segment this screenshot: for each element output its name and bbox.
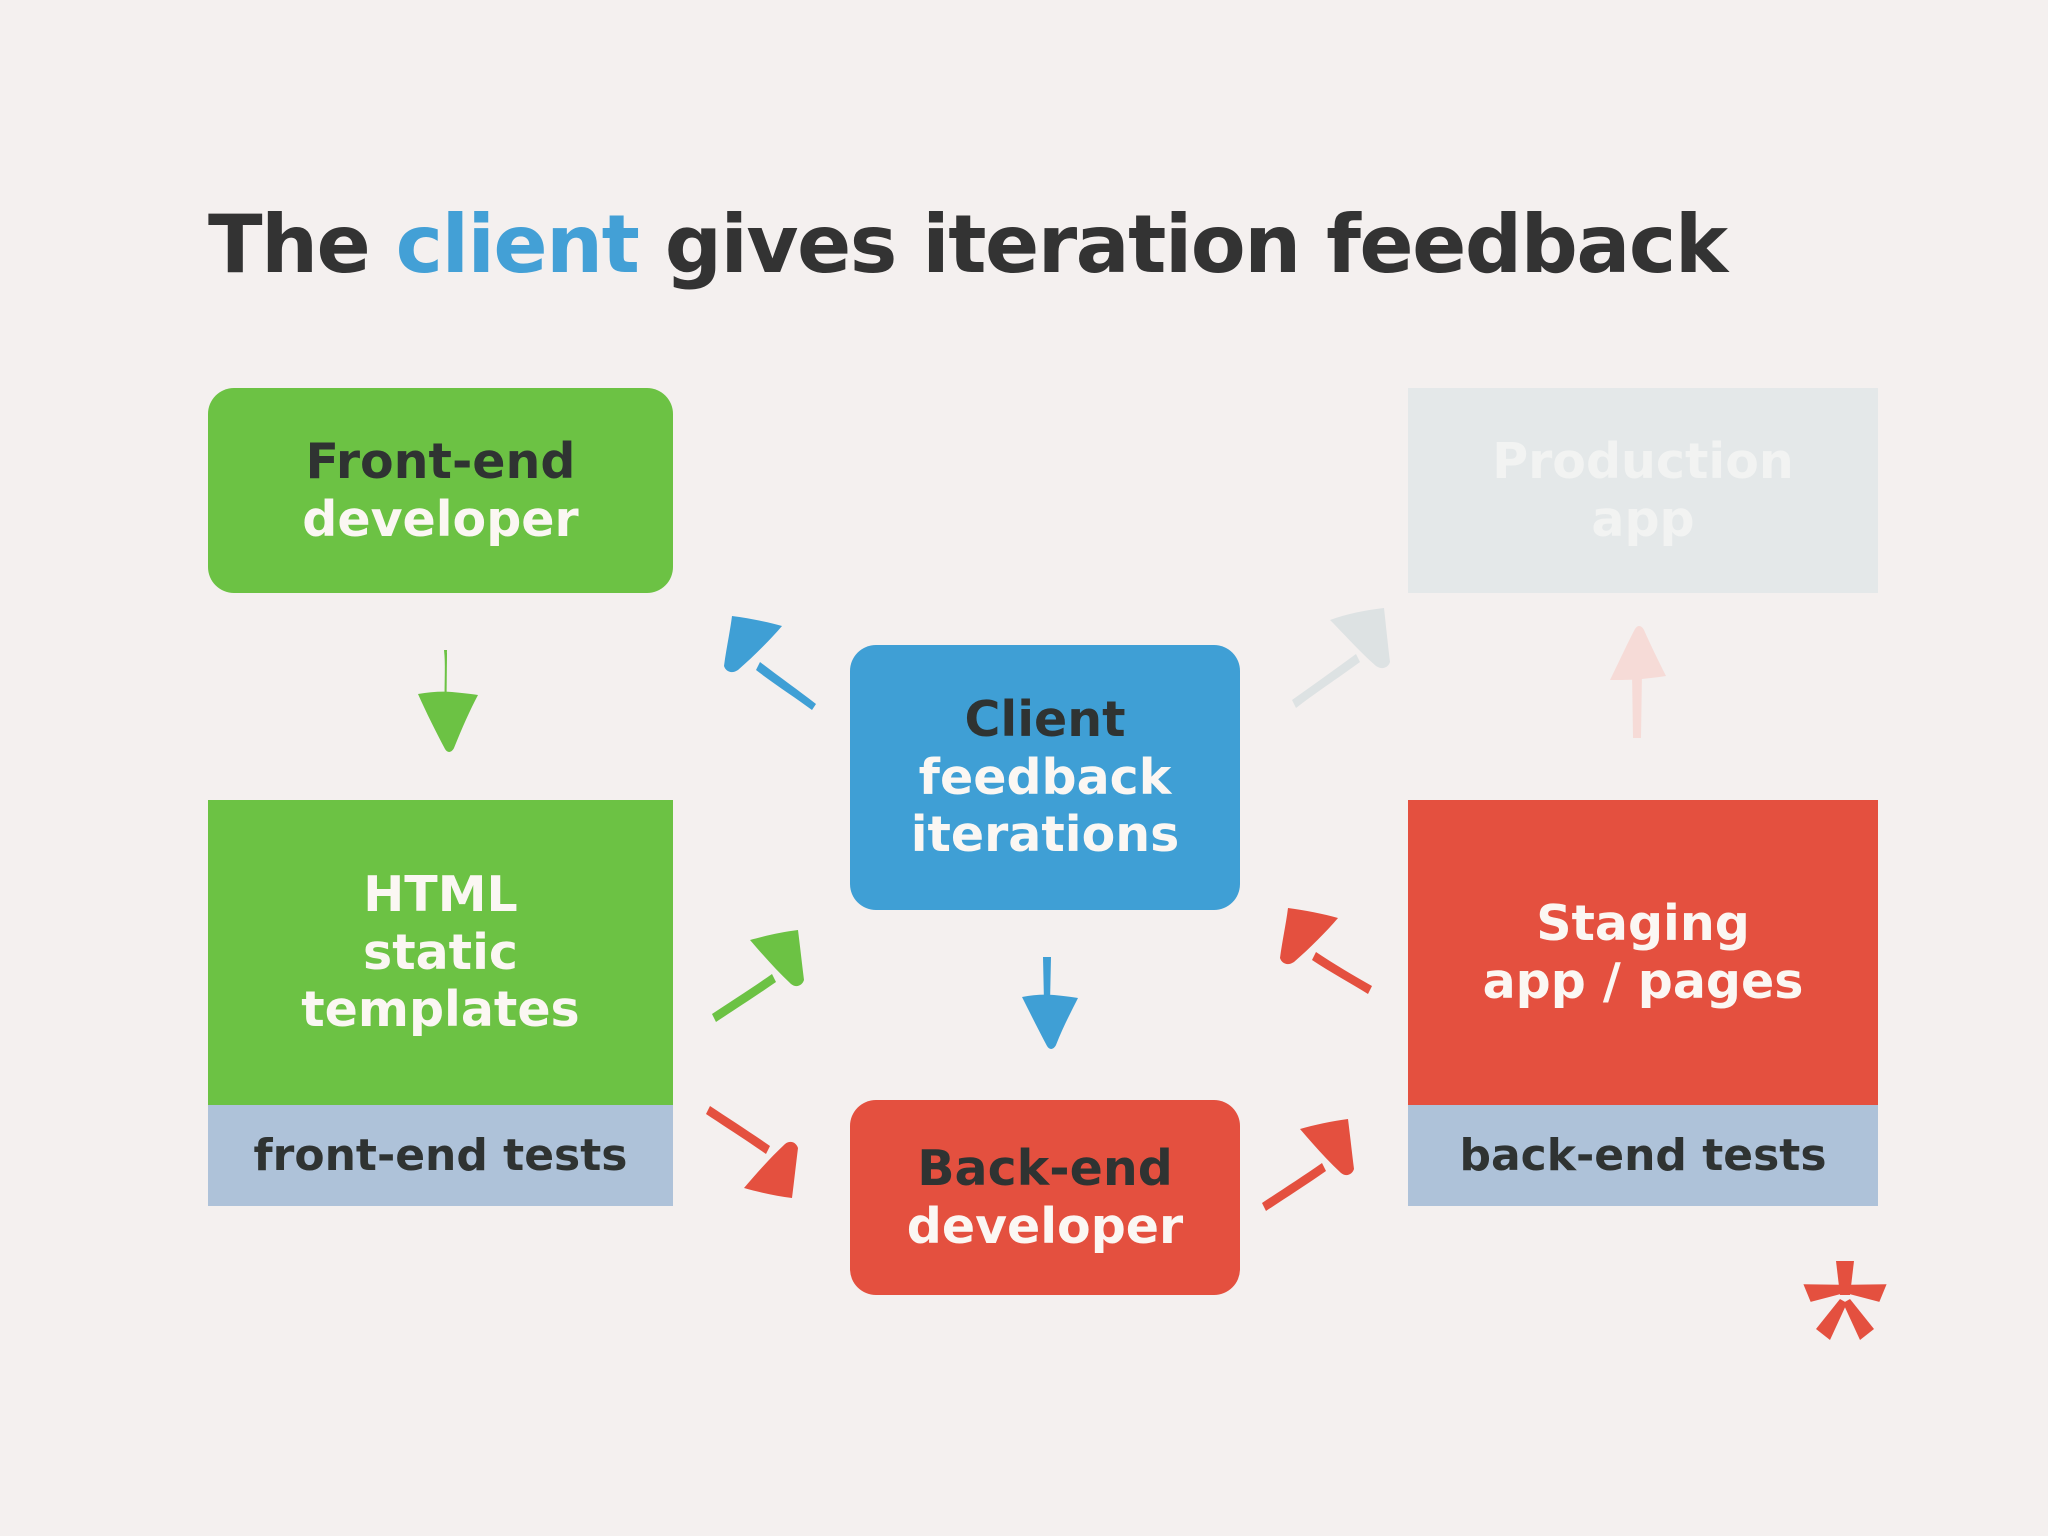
arrow-green-down-icon (400, 648, 490, 768)
page-title: The client gives iteration feedback (208, 205, 1728, 285)
node-client-feedback-line3: iterations (910, 806, 1180, 864)
arrow-green-up-right-icon (706, 912, 846, 1032)
node-backend-developer-line2: developer (906, 1197, 1184, 1255)
node-frontend-tests-label: front-end tests (253, 1129, 628, 1181)
node-frontend-developer-line1: Front-end (305, 432, 576, 490)
node-production-app[interactable]: Production app (1408, 388, 1878, 593)
node-backend-tests[interactable]: back-end tests (1408, 1105, 1878, 1206)
arrow-red-up-right-icon (1258, 1095, 1398, 1215)
title-part-before: The (208, 198, 396, 291)
node-staging-app-line1: Staging (1536, 894, 1750, 952)
node-frontend-tests[interactable]: front-end tests (208, 1105, 673, 1206)
node-backend-developer-line1: Back-end (917, 1139, 1173, 1197)
node-backend-developer[interactable]: Back-end developer (850, 1100, 1240, 1295)
node-html-line1: HTML (363, 865, 518, 923)
node-staging-app-line2: app / pages (1482, 952, 1804, 1010)
arrow-red-up-left-icon (1240, 900, 1380, 1020)
arrow-ghost-pink-up-icon (1598, 622, 1678, 742)
node-client-feedback-iterations[interactable]: Client feedback iterations (850, 645, 1240, 910)
node-html-line2: static (363, 923, 518, 981)
title-part-after: gives iteration feedback (638, 198, 1728, 291)
node-client-feedback-line1: Client (964, 690, 1126, 748)
node-html-line3: templates (301, 981, 580, 1039)
arrow-blue-down-icon (1010, 955, 1090, 1065)
node-staging-app-pages[interactable]: Staging app / pages (1408, 800, 1878, 1105)
arrow-red-down-right-icon (700, 1100, 840, 1220)
node-backend-tests-label: back-end tests (1459, 1129, 1827, 1181)
node-frontend-developer-line2: developer (302, 490, 579, 548)
title-highlight-client: client (395, 198, 640, 291)
arrow-ghost-gray-up-right-icon (1290, 588, 1450, 708)
node-client-feedback-line2: feedback (918, 748, 1172, 806)
node-frontend-developer[interactable]: Front-end developer (208, 388, 673, 593)
node-html-static-templates[interactable]: HTML static templates (208, 800, 673, 1105)
asterisk-icon (1800, 1255, 1890, 1345)
node-production-app-line2: app (1591, 490, 1695, 548)
arrow-blue-up-left-icon (686, 592, 826, 712)
node-production-app-line1: Production (1492, 432, 1794, 490)
